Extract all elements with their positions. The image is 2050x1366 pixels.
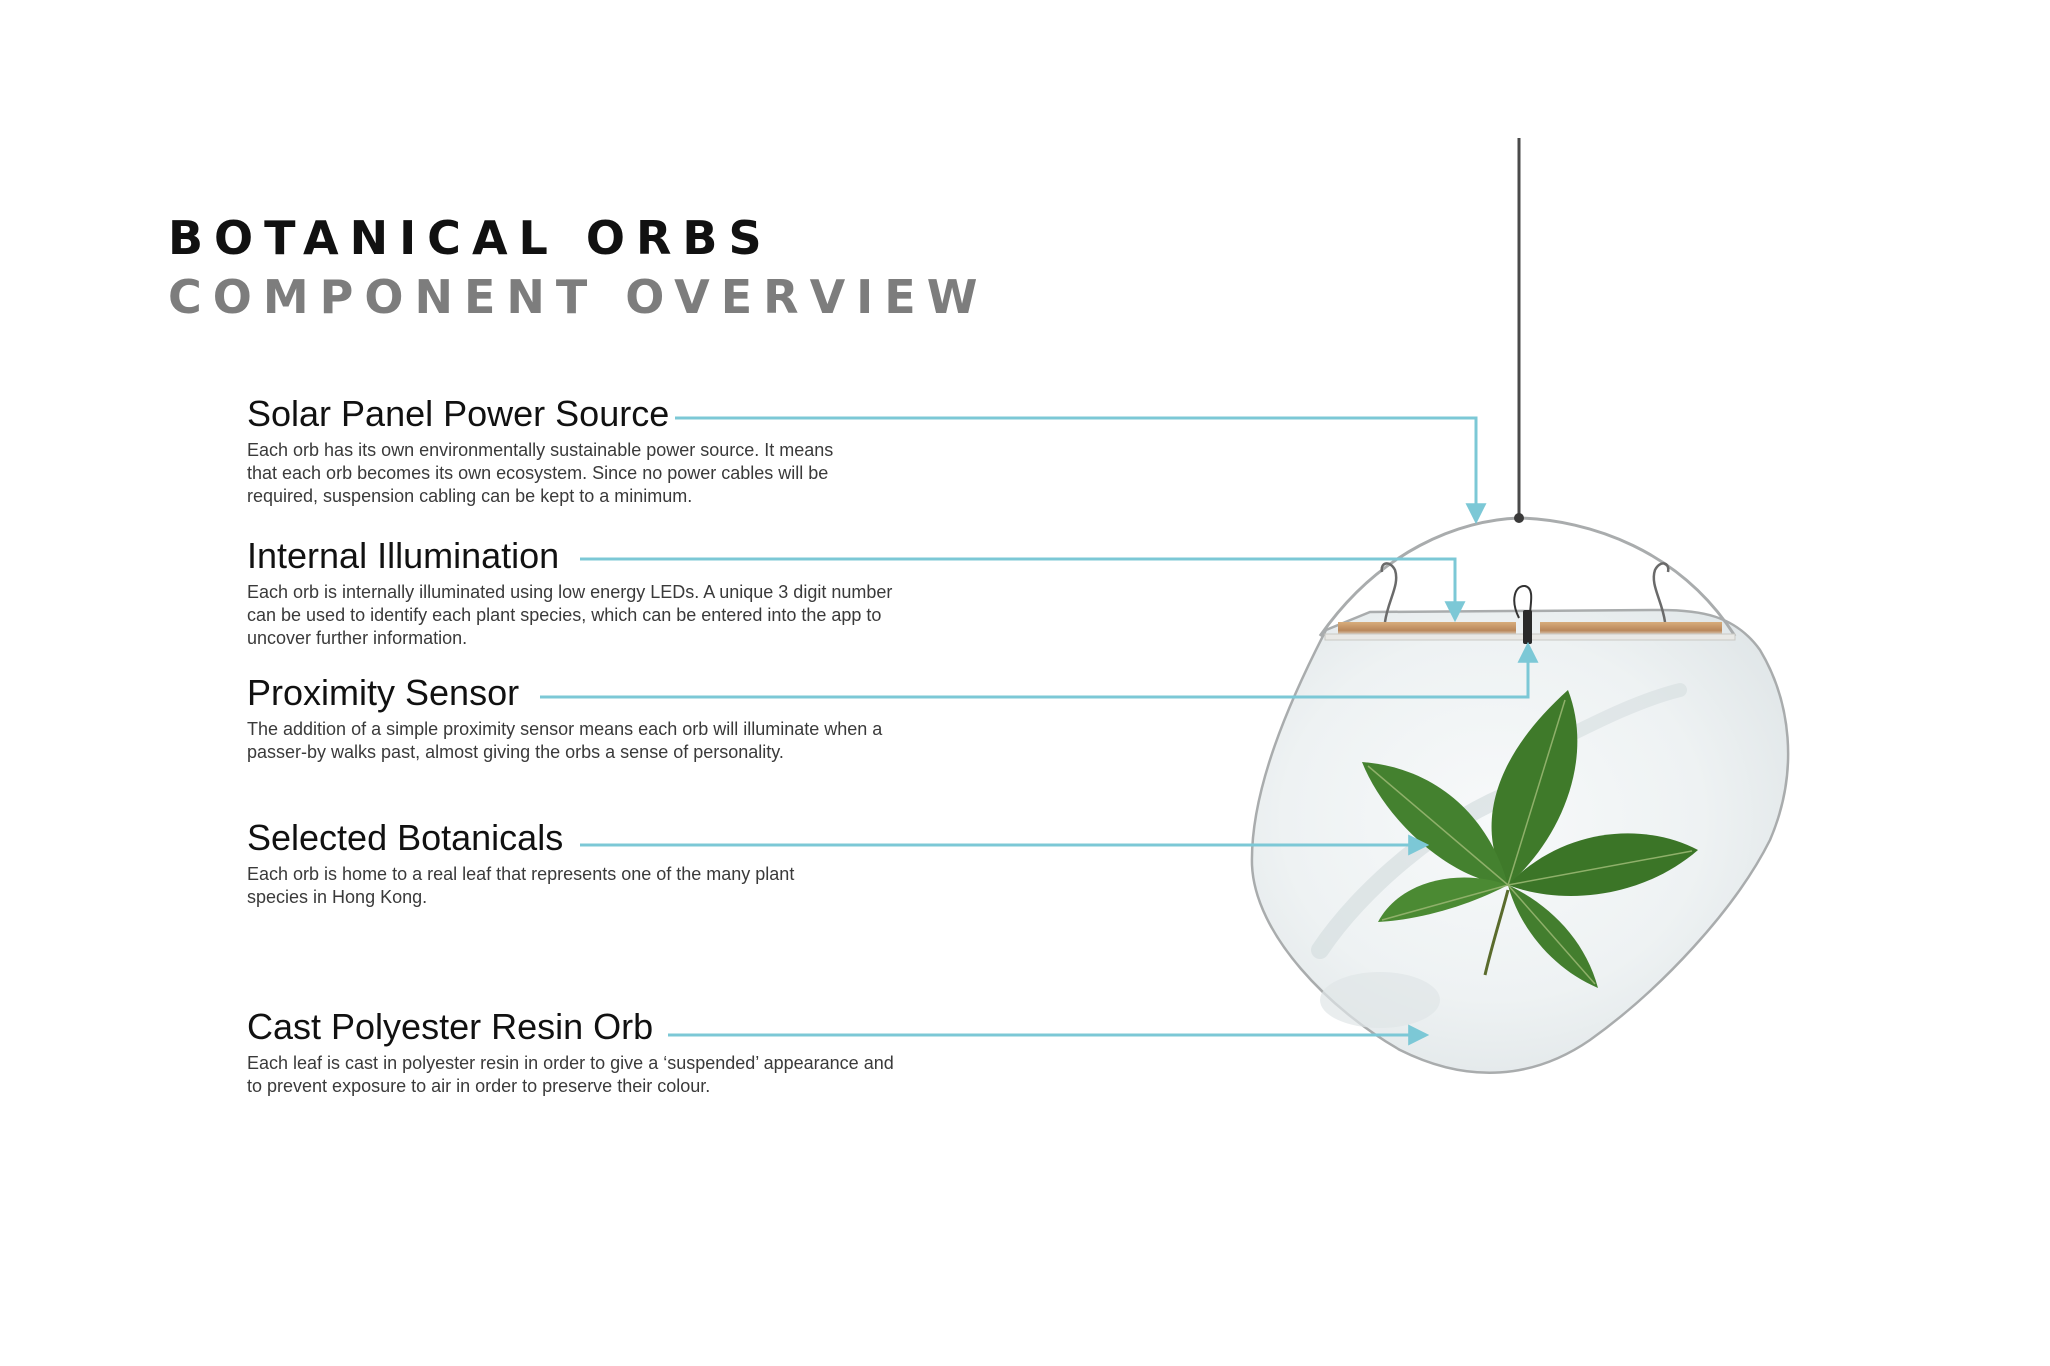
solar-panel-left	[1338, 622, 1516, 636]
component-heading: Cast Polyester Resin Orb	[247, 1006, 654, 1047]
leader-line-proximity-sensor	[540, 641, 1539, 699]
title-block: BOTANICAL ORBS COMPONENT OVERVIEW	[168, 210, 988, 328]
resin-texture	[1320, 972, 1440, 1028]
component-heading: Selected Botanicals	[247, 817, 564, 858]
leaflet	[1378, 877, 1508, 922]
leader-line-illumination	[580, 557, 1466, 623]
component-description: The addition of a simple proximity senso…	[247, 719, 883, 762]
component-selected-botanicals: Selected Botanicals Each orb is home to …	[247, 817, 927, 909]
component-description: Each orb is home to a real leaf that rep…	[247, 864, 795, 907]
suspension-anchor	[1514, 513, 1524, 523]
leaflet-vein	[1507, 699, 1566, 886]
botanical-leaf	[1362, 690, 1698, 988]
leaflet	[1491, 690, 1578, 885]
sensor-cable	[1513, 585, 1533, 619]
component-solar-panel: Solar Panel Power Source Each orb has it…	[247, 393, 927, 508]
page-title: BOTANICAL ORBS	[168, 211, 773, 265]
component-description: Each leaf is cast in polyester resin in …	[247, 1053, 894, 1096]
leaflet-vein	[1367, 765, 1509, 886]
component-internal-illumination: Internal Illumination Each orb is intern…	[247, 535, 927, 650]
leader-line-solar-panel	[675, 416, 1487, 525]
component-resin-orb: Cast Polyester Resin Orb Each leaf is ca…	[247, 1006, 927, 1098]
component-heading: Proximity Sensor	[247, 672, 520, 713]
component-heading: Solar Panel Power Source	[247, 393, 670, 434]
component-description: Each orb has its own environmentally sus…	[247, 440, 834, 506]
hanger-hook	[1652, 562, 1670, 623]
component-proximity-sensor: Proximity Sensor The addition of a simpl…	[247, 672, 927, 764]
leaflet	[1508, 833, 1698, 896]
leaflet-vein	[1507, 884, 1596, 985]
hanger-hook	[1380, 562, 1398, 623]
leaflet-vein	[1507, 850, 1693, 886]
proximity-sensor	[1523, 610, 1532, 644]
leaf-stem	[1483, 889, 1510, 976]
component-heading: Internal Illumination	[247, 535, 560, 576]
page-subtitle: COMPONENT OVERVIEW	[168, 270, 989, 324]
solar-panel-right	[1540, 622, 1722, 636]
resin-texture	[1311, 781, 1529, 959]
leaflet-vein	[1381, 884, 1509, 921]
component-description: Each orb is internally illuminated using…	[247, 582, 893, 648]
